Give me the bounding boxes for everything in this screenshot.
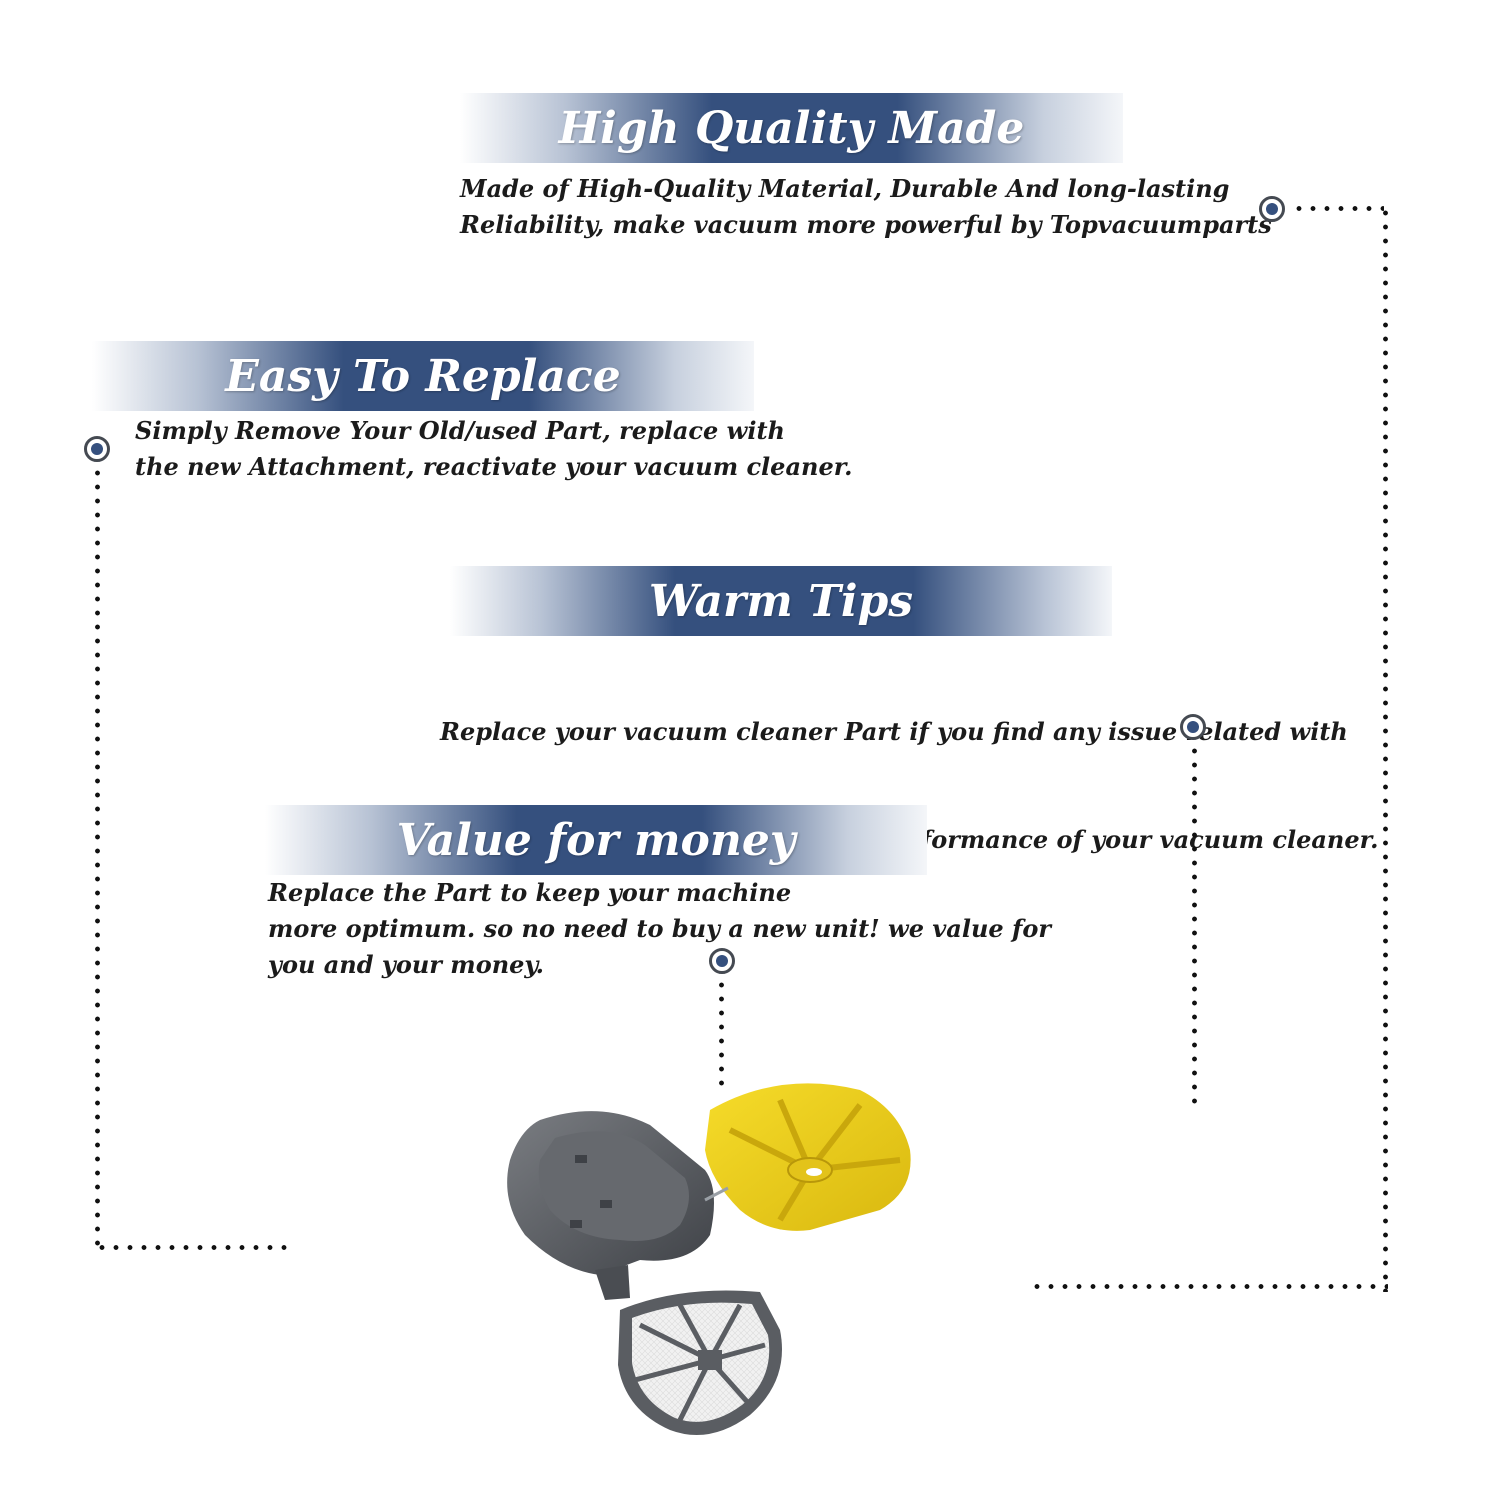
description-line: the new Attachment, reactivate your vacu…	[135, 452, 853, 481]
connector-line	[1383, 206, 1388, 1292]
description-line: Made of High-Quality Material, Durable A…	[460, 174, 1230, 203]
section-title: Easy To Replace	[225, 350, 621, 402]
connector-line	[719, 978, 724, 1093]
section-title: High Quality Made	[558, 102, 1025, 154]
section-description: Simply Remove Your Old/used Part, replac…	[135, 413, 853, 485]
description-line: Reliability, make vacuum more powerful b…	[460, 210, 1272, 239]
section-description: Replace the Part to keep your machine mo…	[268, 875, 1051, 983]
connector-line	[1192, 744, 1197, 1109]
description-line: Replace the Part to keep your machine	[268, 878, 792, 907]
vacuum-filter-assembly-image	[507, 1083, 911, 1435]
section-description: Made of High-Quality Material, Durable A…	[460, 171, 1272, 243]
section-title: Warm Tips	[648, 575, 914, 627]
description-line: Simply Remove Your Old/used Part, replac…	[135, 416, 785, 445]
bullet-dot-icon	[1180, 714, 1206, 740]
description-line: you and your money.	[268, 950, 544, 979]
connector-line	[95, 1245, 295, 1250]
connector-line	[1292, 206, 1384, 211]
description-line: Replace your vacuum cleaner Part if you …	[440, 717, 1348, 746]
bullet-dot-icon	[84, 436, 110, 462]
bullet-dot-icon	[1259, 196, 1285, 222]
banner-high-quality-made: High Quality Made	[460, 93, 1123, 163]
bullet-dot-icon	[709, 948, 735, 974]
connector-line	[95, 466, 100, 1252]
banner-value-for-money: Value for money	[265, 805, 927, 875]
connector-line	[1030, 1284, 1388, 1289]
banner-easy-to-replace: Easy To Replace	[92, 341, 754, 411]
section-title: Value for money	[396, 814, 796, 866]
description-line: more optimum. so no need to buy a new un…	[268, 914, 1051, 943]
banner-warm-tips: Warm Tips	[450, 566, 1112, 636]
